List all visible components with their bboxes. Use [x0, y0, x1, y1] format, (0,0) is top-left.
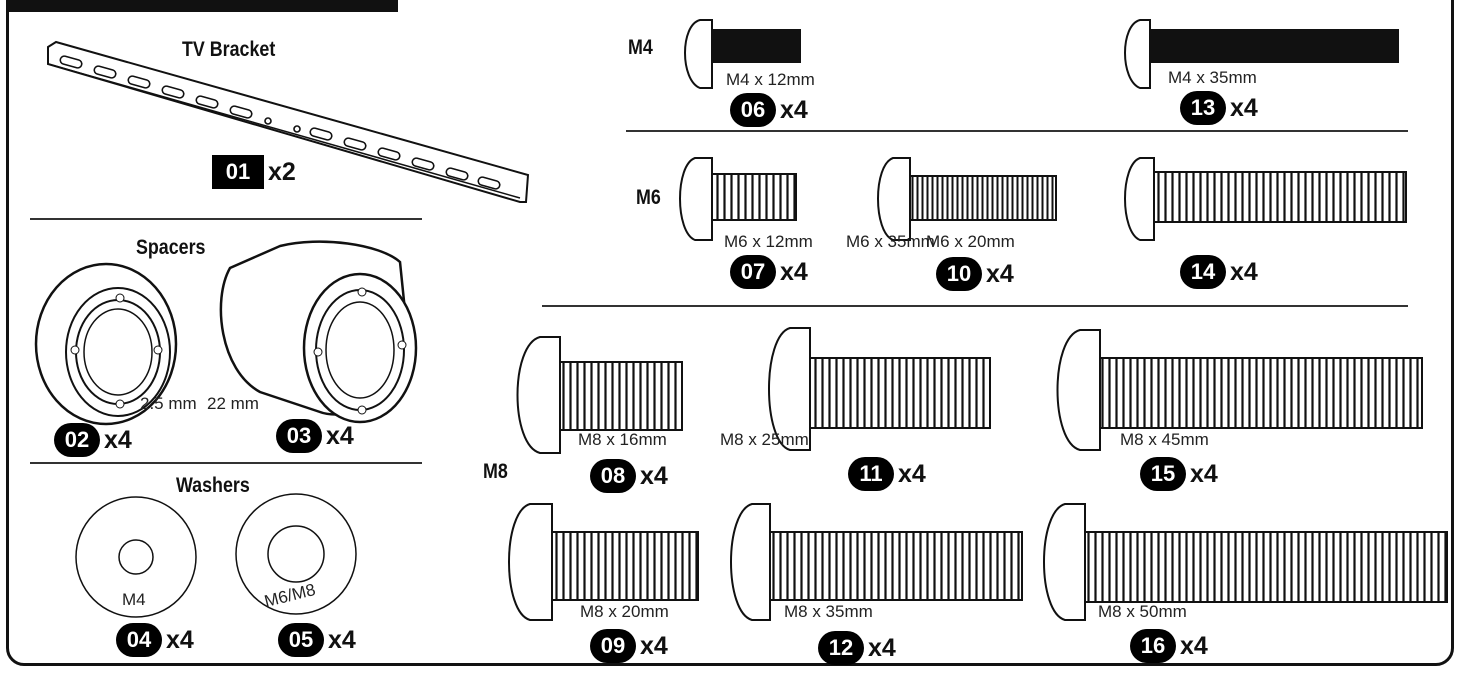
- part-number: 01: [212, 155, 264, 189]
- part-number: 13: [1180, 91, 1226, 125]
- part-number: 12: [818, 631, 864, 665]
- spacer-03-drawing: [219, 240, 418, 424]
- part-number: 04: [116, 623, 162, 657]
- part-badge-03: 03 x4: [276, 418, 354, 454]
- part-badge-12: 12 x4: [818, 630, 896, 666]
- part-badge-15: 15 x4: [1140, 456, 1218, 492]
- size-label: 2.5 mm: [140, 394, 197, 413]
- part-quantity: x4: [640, 461, 668, 490]
- part-number: 16: [1130, 629, 1176, 663]
- part-number: 10: [936, 257, 982, 291]
- part-number: 06: [730, 93, 776, 127]
- spacers-header: Spacers: [136, 236, 206, 259]
- part-quantity: x4: [640, 631, 668, 660]
- part-quantity: x4: [328, 625, 356, 654]
- part-quantity: x4: [898, 459, 926, 488]
- screw-drawings: [508, 19, 1448, 621]
- size-label: M8 x 20mm: [580, 602, 669, 621]
- part-quantity: x4: [326, 421, 354, 450]
- part-number: 07: [730, 255, 776, 289]
- part-quantity: x4: [868, 633, 896, 662]
- part-badge-11: 11 x4: [848, 456, 926, 492]
- part-quantity: x4: [166, 625, 194, 654]
- washers-header: Washers: [176, 474, 250, 497]
- part-badge-08: 08 x4: [590, 458, 668, 494]
- part-badge-05: 05 x4: [278, 622, 356, 658]
- part-badge-07: 07 x4: [730, 254, 808, 290]
- diagram-frame: [6, 0, 1454, 666]
- part-number: 09: [590, 629, 636, 663]
- part-badge-13: 13 x4: [1180, 90, 1258, 126]
- part-number: 15: [1140, 457, 1186, 491]
- size-label: M8 x 50mm: [1098, 602, 1187, 621]
- part-number: 08: [590, 459, 636, 493]
- size-label: M6 x 20mm: [926, 232, 1015, 251]
- part-badge-01: 01 x2: [212, 154, 296, 190]
- part-number: 11: [848, 457, 894, 491]
- size-label: M8 x 35mm: [784, 602, 873, 621]
- divider-line: [30, 218, 422, 220]
- part-quantity: x4: [1230, 93, 1258, 122]
- group-label-m6: M6: [636, 186, 661, 209]
- washer-drawings: [75, 493, 357, 618]
- part-badge-14: 14 x4: [1180, 254, 1258, 290]
- size-label: M6 x 35mm: [846, 232, 935, 251]
- size-label: M8 x 45mm: [1120, 430, 1209, 449]
- divider-line: [542, 305, 1408, 307]
- part-quantity: x4: [1190, 459, 1218, 488]
- part-quantity: x4: [1180, 631, 1208, 660]
- tv-bracket-drawing: [47, 40, 530, 203]
- divider-line: [626, 130, 1408, 132]
- part-badge-16: 16 x4: [1130, 628, 1208, 664]
- size-label: M4 x 35mm: [1168, 68, 1257, 87]
- part-quantity: x4: [986, 259, 1014, 288]
- size-label: M4: [122, 590, 146, 609]
- part-quantity: x4: [104, 425, 132, 454]
- group-label-m8: M8: [483, 460, 508, 483]
- part-quantity: x4: [780, 257, 808, 286]
- part-badge-02: 02 x4: [54, 422, 132, 458]
- part-badge-06: 06 x4: [730, 92, 808, 128]
- spacer-02-drawing: [34, 262, 178, 426]
- size-label: M6 x 12mm: [724, 232, 813, 251]
- size-label: 22 mm: [207, 394, 259, 413]
- part-badge-09: 09 x4: [590, 628, 668, 664]
- size-label: M8 x 25mm: [720, 430, 809, 449]
- part-badge-10: 10 x4: [936, 256, 1014, 292]
- size-label: M8 x 16mm: [578, 430, 667, 449]
- divider-line: [30, 462, 422, 464]
- header-tab: [6, 0, 398, 12]
- part-number: 03: [276, 419, 322, 453]
- part-badge-04: 04 x4: [116, 622, 194, 658]
- part-quantity: x4: [1230, 257, 1258, 286]
- part-number: 14: [1180, 255, 1226, 289]
- part-number: 05: [278, 623, 324, 657]
- tv-bracket-header: TV Bracket: [182, 38, 276, 61]
- part-quantity: x2: [268, 157, 296, 186]
- size-label: M4 x 12mm: [726, 70, 815, 89]
- part-quantity: x4: [780, 95, 808, 124]
- group-label-m4: M4: [628, 36, 653, 59]
- part-number: 02: [54, 423, 100, 457]
